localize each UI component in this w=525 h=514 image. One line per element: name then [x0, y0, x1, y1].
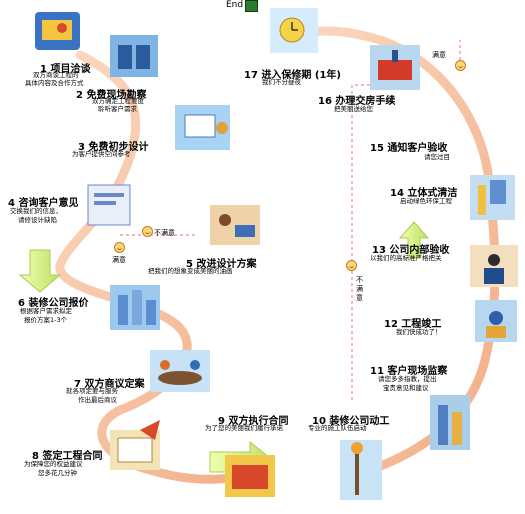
step-13-title: 13 公司内部验收 [372, 245, 450, 256]
step5-illustration [210, 205, 260, 245]
step-10-title: 10 装修公司动工 [312, 416, 390, 427]
dash-loop-inspect [351, 84, 380, 400]
step14-illustration [470, 175, 515, 220]
step-9-desc-1: 为了您的美丽我们履行承诺 [205, 424, 283, 432]
step-13-desc-1: 以我们的高标准严格把关 [370, 254, 442, 262]
step-2-desc-2: 聆听客户需求 [98, 105, 137, 113]
smiley-icon-unsatisfied [142, 226, 153, 237]
green-arrow-up [398, 221, 430, 259]
step-6-title: 6 装修公司报价 [18, 298, 89, 309]
step17-illustration [270, 8, 318, 53]
step-7-desc-1: 就各项定要与服务 [66, 387, 118, 395]
tag-unsatisfied-right: 不满意 [356, 276, 363, 302]
step-6-desc-2: 报价方案1-3个 [24, 316, 68, 324]
step6-illustration [110, 285, 160, 330]
step-16-title: 16 办理交房手续 [318, 96, 396, 107]
end-label: End [226, 0, 244, 10]
step-12-desc-1: 我们快成功了！ [396, 328, 442, 336]
step-15-desc-1: 请您过目 [424, 153, 450, 161]
step-15-title: 15 通知客户验收 [370, 143, 448, 154]
step-7-desc-2: 作出最后商议 [78, 396, 117, 404]
step-12-title: 12 工程竣工 [384, 319, 442, 330]
step2-illustration [110, 35, 158, 77]
smiley-icon-unsatisfied-right [346, 260, 357, 271]
step-11-desc-2: 宝贵意见和建议 [383, 384, 429, 392]
step-4-title: 4 咨询客户意见 [8, 198, 79, 209]
step-11-title: 11 客户现场监察 [370, 366, 448, 377]
tag-satisfied-top: 满意 [432, 51, 446, 59]
step12-illustration [475, 300, 517, 342]
step10-illustration [340, 440, 382, 500]
green-arrow-down [18, 249, 62, 293]
step-10-desc-1: 专业的施工队伍启动 [308, 424, 367, 432]
step-4-desc-1: 交换我们的信息， [10, 207, 62, 215]
tag-satisfied: 满意 [112, 256, 126, 264]
step-8-desc-2: 您多花几分钟 [38, 469, 77, 477]
step3-illustration [175, 105, 230, 150]
step-17-desc-1: 我们不分昼夜 [262, 78, 301, 86]
step-6-desc-1: 根据客户需求拟定 [20, 307, 72, 315]
end-marker-icon [245, 0, 258, 12]
step-8-desc-1: 为保障您的权益建议 [24, 460, 83, 468]
step8-illustration [110, 420, 160, 470]
step-5-desc-1: 把我们的想象变成美丽的油画 [148, 267, 233, 275]
step-2-title: 2 免费现场勘察 [76, 90, 147, 101]
step-1-desc-2: 具体内容及合作方式 [25, 79, 84, 87]
step-17-title: 17 进入保修期 (1年) [244, 70, 341, 81]
step13-illustration [470, 245, 518, 287]
step-11-desc-1: 请您多多指教，提出 [378, 375, 437, 383]
step-8-title: 8 签定工程合同 [32, 451, 103, 462]
step-2-desc-1: 双方确定工程要度 [92, 97, 144, 105]
step-14-title: 14 立体式清洁 [390, 188, 458, 199]
step-7-title: 7 双方商议定案 [74, 379, 145, 390]
smiley-icon-satisfied [114, 242, 125, 253]
step4-illustration [87, 184, 131, 226]
step-3-desc-1: 为客户提供空间参考 [72, 150, 131, 158]
step-5-title: 5 改进设计方案 [186, 259, 257, 270]
step-16-desc-1: 把美丽送给您 [334, 105, 373, 113]
step-9-title: 9 双方执行合同 [218, 416, 289, 427]
step-1-title: 1 项目洽谈 [40, 64, 91, 75]
step1-illustration [35, 12, 80, 50]
smiley-icon-satisfied-top [455, 60, 466, 71]
step-3-title: 3 免费初步设计 [78, 142, 149, 153]
step9-illustration [225, 455, 275, 497]
step7-illustration [150, 350, 210, 392]
tag-unsatisfied: 不满意 [154, 229, 175, 237]
step16-illustration [370, 45, 420, 90]
step11-illustration [430, 395, 470, 450]
step-4-desc-2: 请修设计缺陷 [18, 216, 57, 224]
step-14-desc-1: 启动绿色环保工程 [400, 197, 452, 205]
step-1-desc-1: 双方商谈工程的 [33, 71, 79, 79]
